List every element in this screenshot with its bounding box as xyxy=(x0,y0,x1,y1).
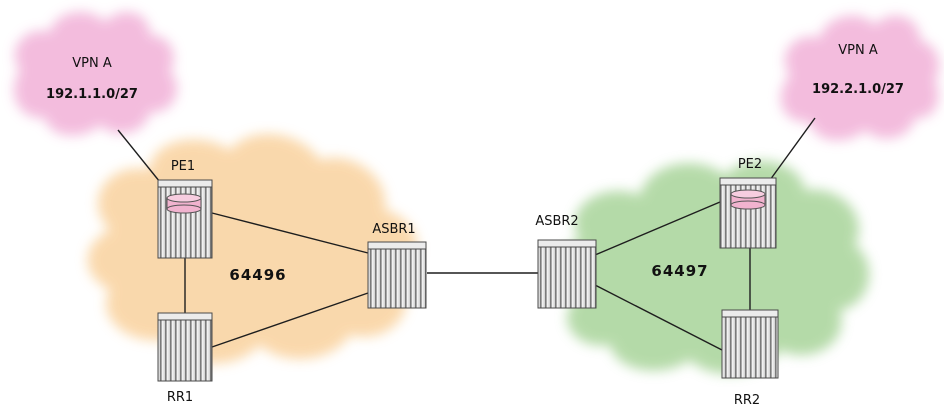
vrf-disk-icon xyxy=(166,193,202,214)
asbr2-label: ASBR2 xyxy=(535,214,578,229)
vpn-right-subnet: 192.2.1.0/27 xyxy=(812,82,904,97)
asbr1-label: ASBR1 xyxy=(372,222,415,237)
link-vpn-right-pe2 xyxy=(769,117,816,181)
router-icon xyxy=(367,241,427,309)
pe1-label: PE1 xyxy=(171,159,195,174)
vpn-right-name: VPN A xyxy=(838,43,878,58)
router-pe1[interactable] xyxy=(157,179,213,259)
link-asbr2-pe2 xyxy=(594,201,721,256)
as-right-number: 64497 xyxy=(651,262,708,280)
router-icon xyxy=(157,179,213,259)
vpn-a-left-cloud-icon xyxy=(14,11,178,136)
router-icon xyxy=(721,309,779,379)
vrf-disk-icon xyxy=(730,189,766,210)
link-pe1-asbr1 xyxy=(211,212,369,254)
rr2-label: RR2 xyxy=(734,393,760,407)
vpn-a-right-cloud-icon xyxy=(780,15,940,141)
router-rr2[interactable] xyxy=(721,309,779,379)
router-rr1[interactable] xyxy=(157,312,213,382)
router-asbr1[interactable] xyxy=(367,241,427,309)
pe2-label: PE2 xyxy=(738,157,762,172)
rr1-label: RR1 xyxy=(167,390,193,405)
router-icon xyxy=(719,177,777,249)
vpn-left-subnet: 192.1.1.0/27 xyxy=(46,87,138,102)
link-rr1-asbr1 xyxy=(211,292,369,348)
router-pe2[interactable] xyxy=(719,177,777,249)
link-asbr2-rr2 xyxy=(594,284,723,351)
router-icon xyxy=(157,312,213,382)
router-icon xyxy=(537,239,597,309)
vpn-left-name: VPN A xyxy=(72,56,112,71)
as-64497-cloud-icon xyxy=(554,160,870,374)
links xyxy=(117,117,816,351)
as-left-number: 64496 xyxy=(229,266,286,284)
router-asbr2[interactable] xyxy=(537,239,597,309)
